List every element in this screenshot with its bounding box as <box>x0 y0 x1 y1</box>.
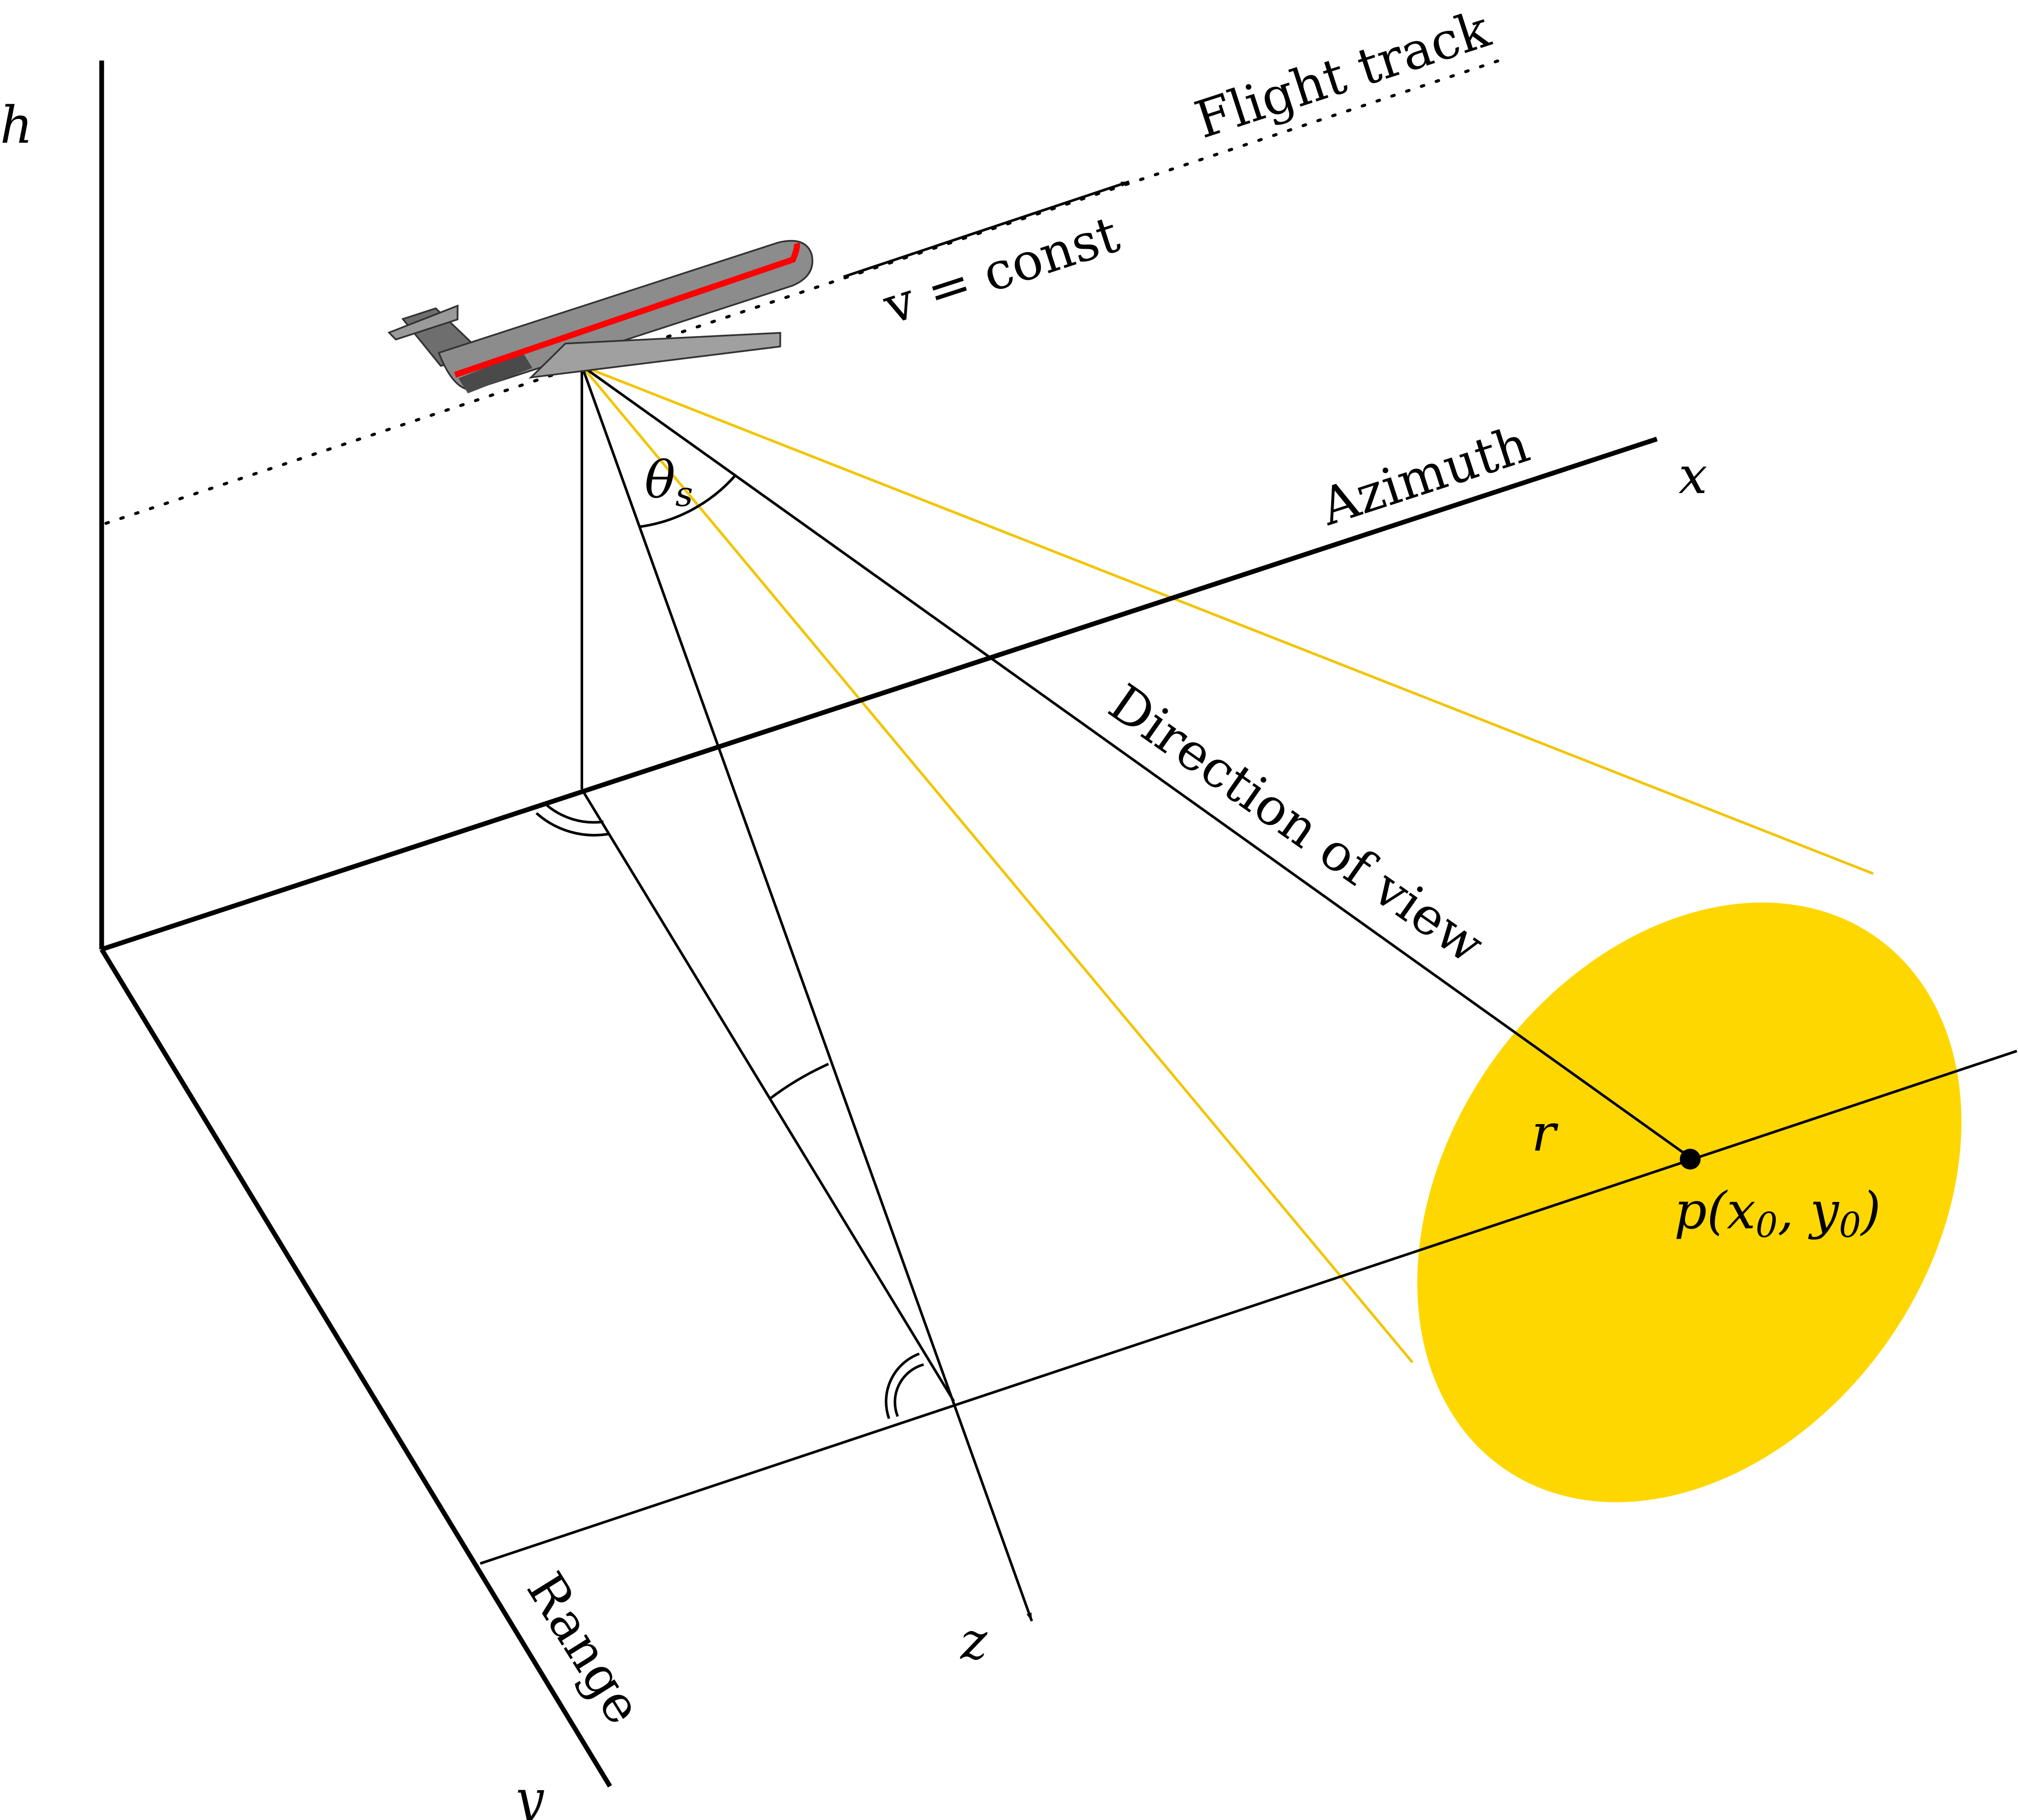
theta-label: θs <box>645 450 693 514</box>
h-axis-label: h <box>0 95 33 155</box>
z-axis <box>581 365 1033 1622</box>
point-label-sub0: 0 <box>1756 1205 1778 1245</box>
x-axis <box>101 436 1658 952</box>
beam-edge-outer <box>581 365 1874 875</box>
velocity-arrow <box>843 180 1130 278</box>
z-axis-label: z <box>960 1611 988 1671</box>
y-axis <box>100 948 612 1788</box>
y-axis-label: y <box>513 1769 544 1820</box>
direction-of-view-arrow <box>581 365 1690 1158</box>
airplane-engine <box>458 352 533 394</box>
airplane-icon <box>387 240 813 394</box>
beam-edge-inner <box>581 365 1414 1363</box>
airplane-horizontal-tail <box>387 304 459 341</box>
theta-arc <box>639 475 736 528</box>
right-angle-arc-ground <box>893 1363 924 1417</box>
theta-label-base: θ <box>645 450 675 509</box>
x-axis-label: x <box>1679 445 1708 505</box>
flight-track-line <box>104 57 1507 525</box>
azimuth-label: Azimuth <box>1313 414 1536 537</box>
ground-range-line <box>480 1050 2017 1565</box>
right-angle-arc-nadir <box>535 812 610 837</box>
r-label: r <box>1531 1103 1559 1163</box>
theta-label-sub: s <box>675 474 693 514</box>
point-label-close: ) <box>1860 1181 1881 1240</box>
airplane-wing <box>528 332 781 379</box>
geometry-lines <box>480 365 2017 1622</box>
direction-of-view-label: Direction of view <box>1098 673 1495 975</box>
point-label-sub1: 0 <box>1839 1205 1861 1245</box>
point-marker-icon <box>1680 1149 1701 1170</box>
point-label-mid: , y <box>1778 1181 1839 1240</box>
point-label: p(x0, y0) <box>1674 1181 1881 1245</box>
right-angle-arc-nadir-inner <box>545 803 604 824</box>
beam-footprint <box>1417 902 1961 1503</box>
range-label: Range <box>515 1562 654 1734</box>
airplane-stripe <box>454 242 800 378</box>
beam-edges <box>581 365 1874 1363</box>
nadir-ground-line <box>581 788 955 1402</box>
point-label-p: p(x <box>1674 1181 1756 1240</box>
axes <box>99 60 1658 1788</box>
right-angle-arc-mid <box>769 1063 829 1100</box>
right-angle-arc-ground-inner <box>885 1352 920 1419</box>
